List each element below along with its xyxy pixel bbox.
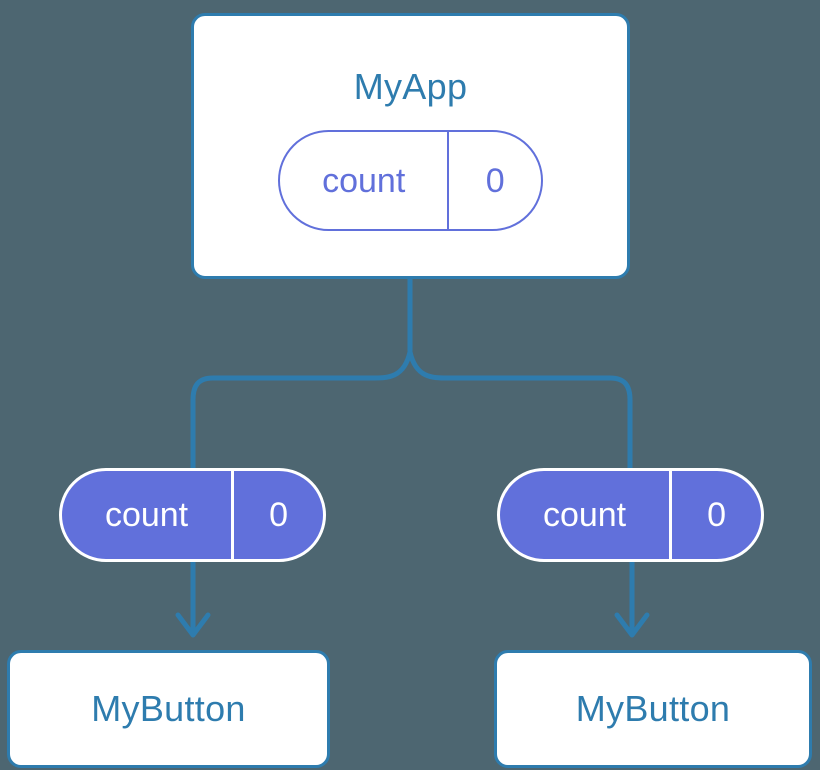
- component-label-mybutton: MyButton: [575, 688, 731, 729]
- arrow-head-right-icon: [614, 612, 650, 638]
- component-label-myapp: MyApp: [353, 66, 468, 107]
- connector-branch-right: [407, 349, 633, 471]
- props-pill-key: count: [542, 496, 627, 534]
- props-pill-key: count: [104, 496, 189, 534]
- connector-branch-left: [190, 349, 413, 471]
- component-node-mybutton-right[interactable]: MyButton: [494, 650, 812, 768]
- props-pill-left-count[interactable]: count 0: [59, 468, 326, 562]
- arrow-head-left-icon: [175, 612, 211, 638]
- state-pill-myapp-count[interactable]: count 0: [278, 130, 543, 231]
- props-pill-value: 0: [669, 471, 761, 559]
- component-node-mybutton-left[interactable]: MyButton: [7, 650, 330, 768]
- props-pill-right-count[interactable]: count 0: [497, 468, 764, 562]
- state-pill-key: count: [322, 161, 406, 200]
- state-pill-value: 0: [447, 132, 541, 229]
- component-label-mybutton: MyButton: [91, 688, 246, 729]
- props-pill-value: 0: [231, 471, 323, 559]
